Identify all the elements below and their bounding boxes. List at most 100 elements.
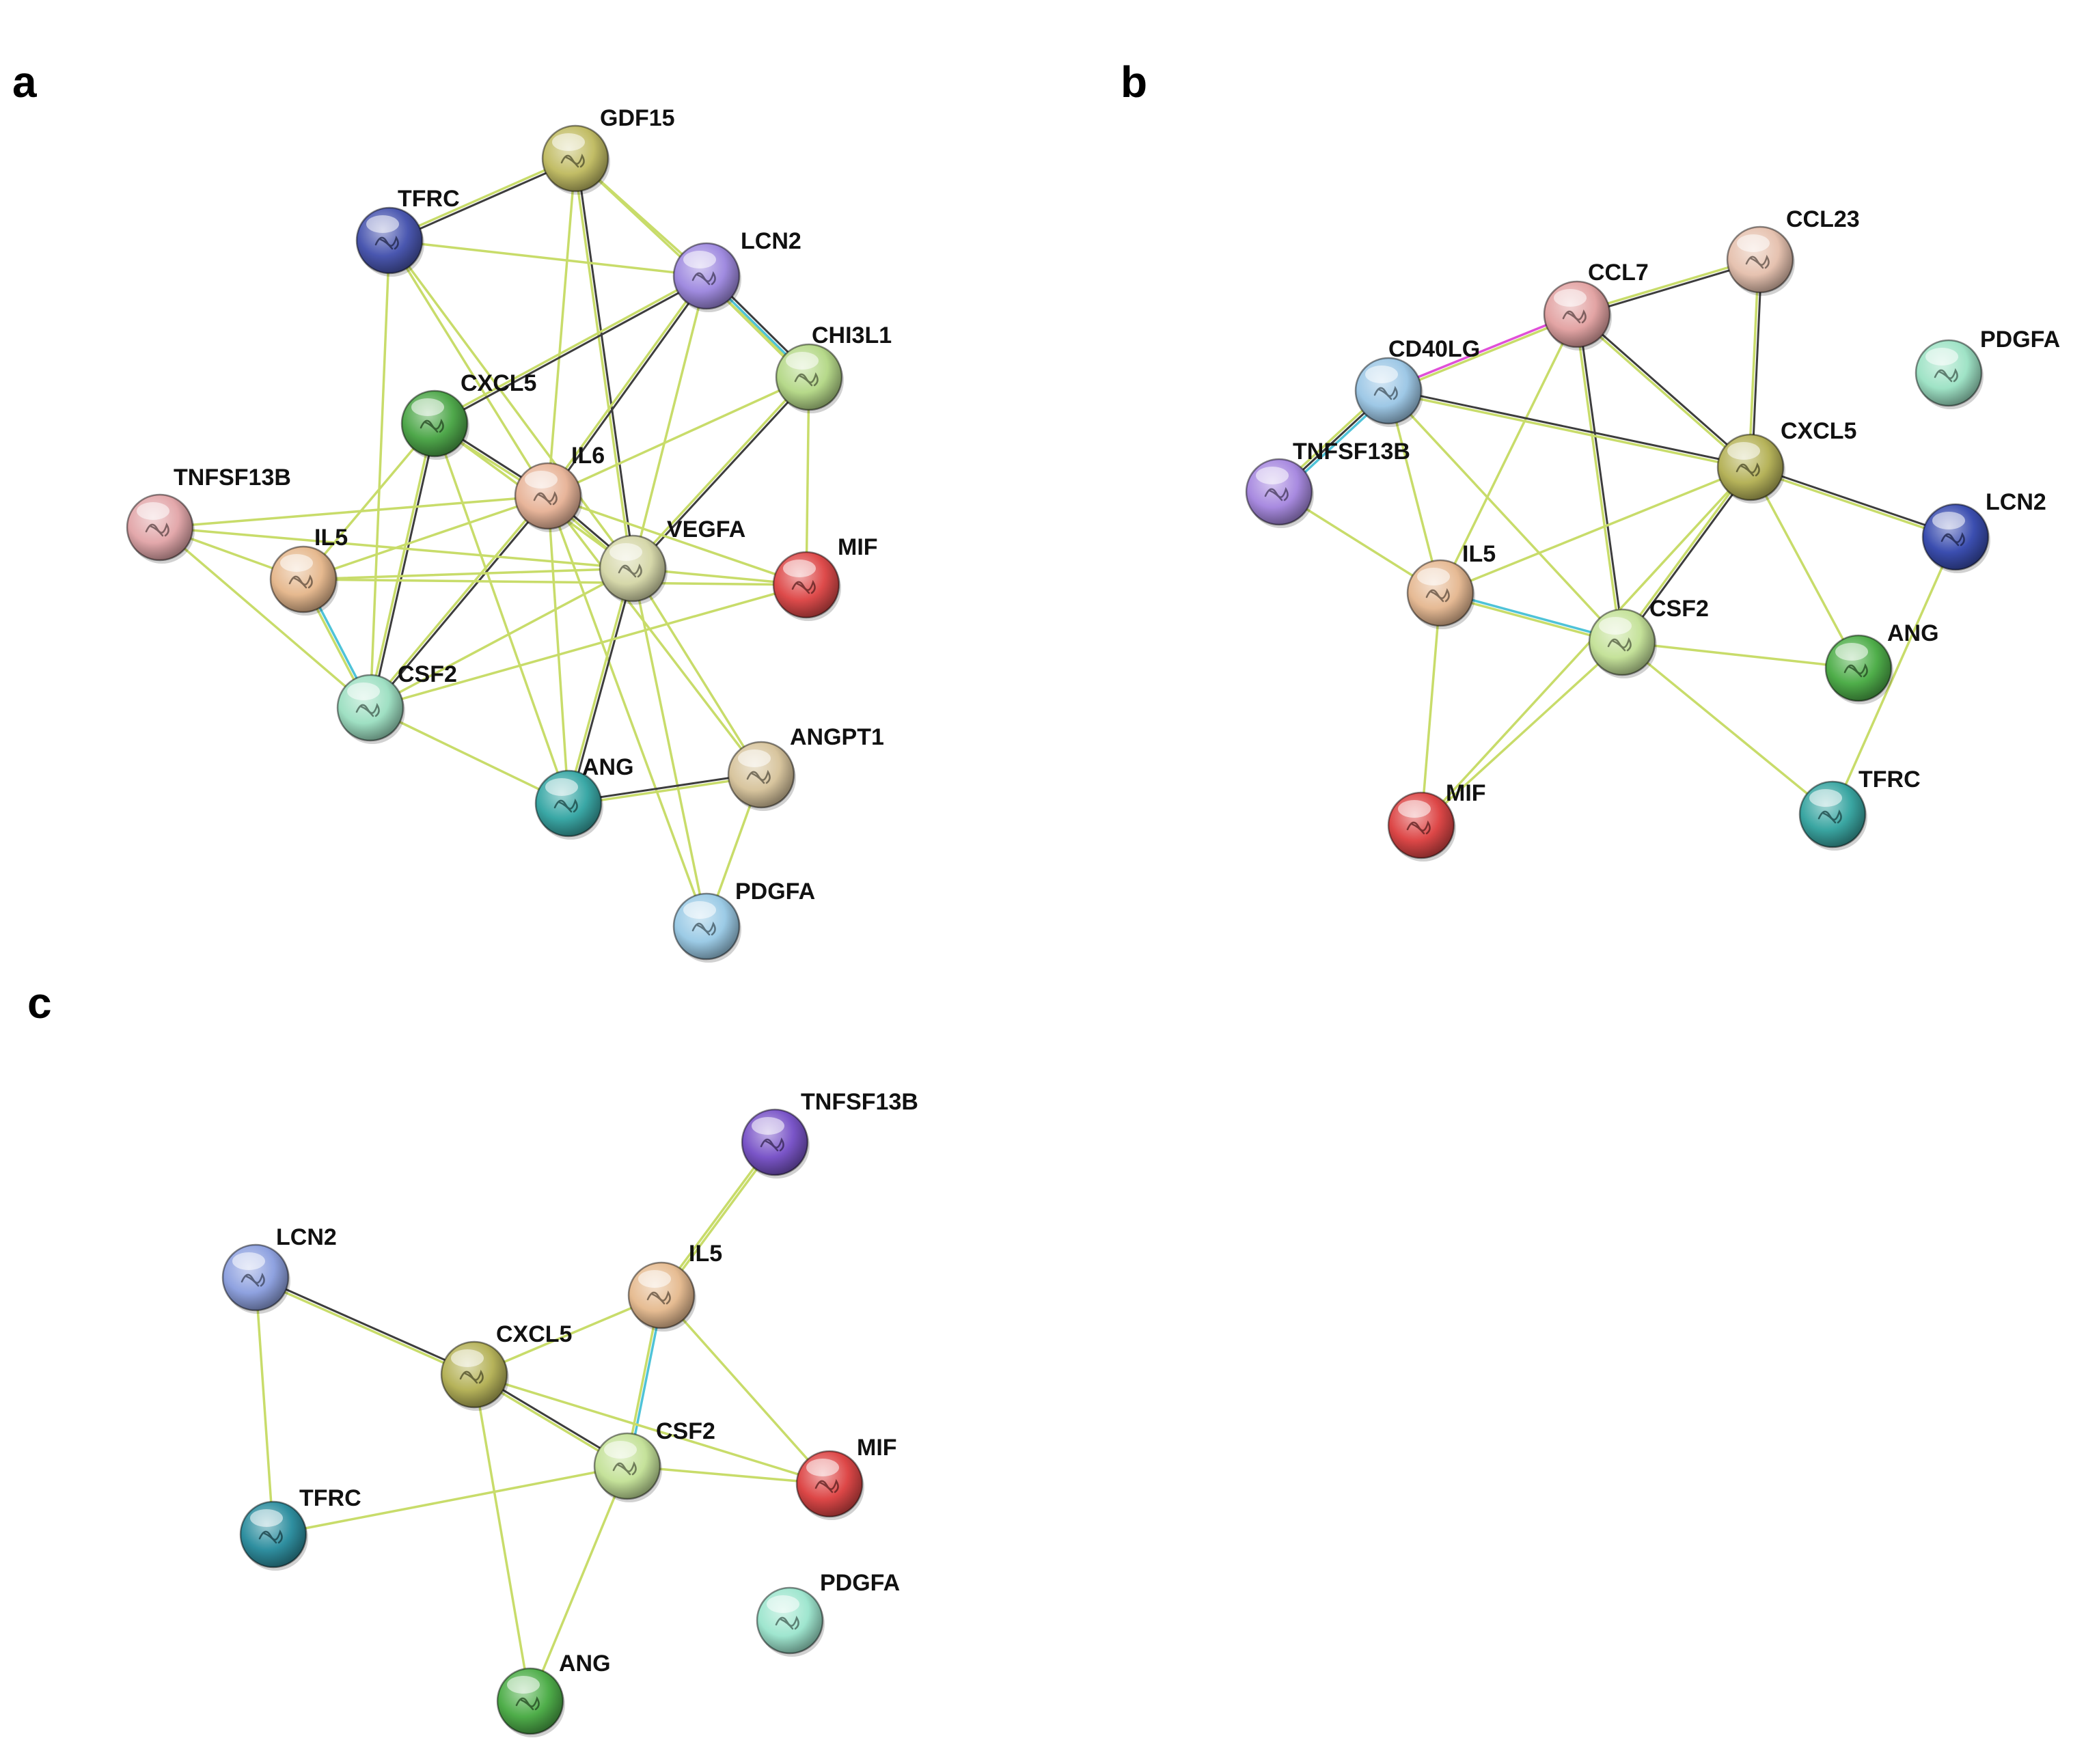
edge-gdf15-tfrc <box>387 156 577 243</box>
node-pdgfa[interactable]: PDGFA <box>672 879 815 963</box>
node-ccl23[interactable]: CCL23 <box>1726 206 1860 296</box>
node-label: VEGFA <box>667 516 745 542</box>
node-rim <box>239 1500 307 1569</box>
edge-strand <box>1748 467 1957 540</box>
node-cxcl5[interactable]: CXCL5 <box>1716 418 1856 504</box>
edge-ccl7-cd40lg <box>1386 312 1579 394</box>
node-chi3l1[interactable]: CHI3L1 <box>775 322 892 413</box>
protein-structure-icon <box>1736 462 1760 477</box>
node-mif[interactable]: MIF <box>795 1435 897 1520</box>
node-ang[interactable]: ANG <box>496 1651 611 1737</box>
node-rim <box>1387 791 1455 859</box>
edge-cxcl5-ang <box>1749 466 1860 670</box>
node-label: ANG <box>1887 620 1939 646</box>
node-ang[interactable]: ANG <box>1824 620 1939 704</box>
node-il6[interactable]: IL6 <box>514 443 605 532</box>
protein-structure-icon <box>612 1461 637 1476</box>
node-mif[interactable]: MIF <box>772 534 878 621</box>
protein-structure-icon <box>288 574 313 589</box>
node-cd40lg[interactable]: CD40LG <box>1354 336 1480 427</box>
node-label: CCL7 <box>1588 260 1649 286</box>
node-tfrc[interactable]: TFRC <box>1798 767 1921 851</box>
edge-il5-mif <box>1420 592 1442 827</box>
node-tfrc[interactable]: TFRC <box>239 1485 361 1571</box>
node-label: CSF2 <box>656 1418 715 1444</box>
node-tnfsf13b[interactable]: TNFSF13B <box>1245 439 1410 528</box>
node-pdgfa[interactable]: PDGFA <box>1915 327 2060 409</box>
node-angpt1[interactable]: ANGPT1 <box>727 724 884 811</box>
edge-il6-pdgfa <box>547 495 708 928</box>
edge-strand <box>1748 258 1760 469</box>
edge-chi3l1-mif <box>805 376 810 586</box>
node-csf2[interactable]: CSF2 <box>593 1418 715 1502</box>
node-tnfsf13b[interactable]: TNFSF13B <box>741 1089 918 1179</box>
edge-strand <box>302 495 549 581</box>
node-highlight <box>783 560 816 577</box>
edge-cxcl5-csf2 <box>1619 465 1753 644</box>
edge-ccl7-csf2 <box>1574 313 1625 644</box>
node-rim <box>400 389 469 458</box>
edge-strand <box>368 493 549 708</box>
edge-strand <box>387 156 576 240</box>
edge-strand <box>805 376 810 586</box>
node-highlight <box>347 683 380 700</box>
node-label: LCN2 <box>276 1224 337 1250</box>
node-label: CSF2 <box>398 661 457 687</box>
node-vegfa[interactable]: VEGFA <box>599 516 745 605</box>
protein-structure-icon <box>459 1369 484 1384</box>
node-gdf15[interactable]: GDF15 <box>541 105 675 195</box>
node-cxcl5[interactable]: CXCL5 <box>400 370 536 460</box>
node-tfrc[interactable]: TFRC <box>355 186 460 277</box>
node-ang[interactable]: ANG <box>534 754 634 840</box>
edge-vegfa-angpt1 <box>631 567 763 776</box>
edge-strand <box>1621 641 1834 816</box>
edge-il6-ang <box>547 495 570 805</box>
edge-strand <box>272 1465 629 1536</box>
node-rim <box>1798 780 1867 849</box>
edge-vegfa-ang <box>566 566 635 805</box>
node-label: PDGFA <box>1980 327 2060 353</box>
edge-vegfa-pdgfa <box>631 567 708 928</box>
node-ccl7[interactable]: CCL7 <box>1543 260 1649 350</box>
node-mif[interactable]: MIF <box>1387 780 1486 862</box>
edge-ccl7-cxcl5 <box>1574 312 1753 470</box>
node-il5[interactable]: IL5 <box>1406 541 1496 629</box>
node-highlight <box>609 543 642 561</box>
edge-cxcl5-mif <box>473 1373 831 1485</box>
node-cxcl5[interactable]: CXCL5 <box>440 1321 572 1411</box>
node-il5[interactable]: IL5 <box>269 525 348 616</box>
node-rim <box>593 1432 661 1500</box>
node-lcn2[interactable]: LCN2 <box>1921 489 2046 573</box>
node-csf2[interactable]: CSF2 <box>1588 596 1709 678</box>
edge-strand <box>1386 391 1752 470</box>
node-tnfsf13b[interactable]: TNFSF13B <box>126 465 291 564</box>
node-csf2[interactable]: CSF2 <box>336 661 457 744</box>
node-label: ANG <box>582 754 634 780</box>
node-highlight <box>1925 348 1958 366</box>
edge-strand <box>370 495 551 710</box>
edge-strand <box>631 567 763 776</box>
protein-structure-icon <box>1817 809 1842 824</box>
edge-csf2-tfrc <box>272 1465 629 1536</box>
edge-csf2-mif <box>626 1465 831 1485</box>
node-rim <box>1406 559 1474 627</box>
node-lcn2[interactable]: LCN2 <box>221 1224 337 1314</box>
node-label: LCN2 <box>1986 489 2046 515</box>
edge-strand <box>473 1373 532 1703</box>
protein-structure-icon <box>241 1272 265 1287</box>
edge-cd40lg-il5 <box>1387 389 1442 594</box>
node-pdgfa[interactable]: PDGFA <box>756 1570 900 1657</box>
edge-strand <box>1622 467 1753 644</box>
edge-strand <box>1420 641 1623 827</box>
edge-il5-mif <box>302 578 808 586</box>
edge-cxcl5-il5 <box>302 422 436 581</box>
node-highlight <box>137 502 169 520</box>
node-rim <box>126 493 194 562</box>
node-rim <box>1921 503 1990 571</box>
node-il5[interactable]: IL5 <box>627 1241 722 1332</box>
protein-structure-icon <box>691 921 716 936</box>
node-lcn2[interactable]: LCN2 <box>672 228 801 312</box>
edge-il6-csf2 <box>368 493 551 710</box>
node-highlight <box>752 1117 784 1135</box>
